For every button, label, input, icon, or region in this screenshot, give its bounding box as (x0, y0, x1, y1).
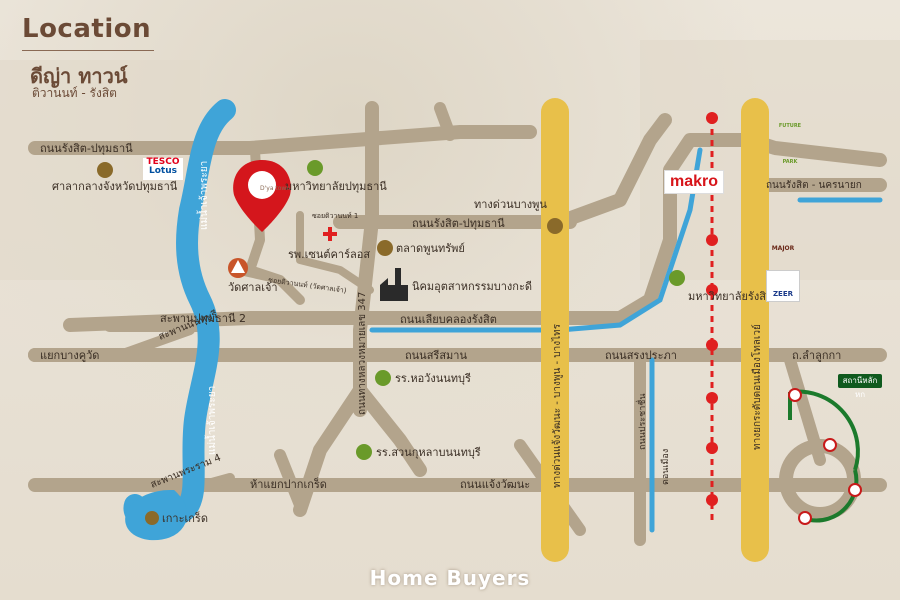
rail-station-6 (706, 392, 718, 404)
project-area: ติวานนท์ - รังสิต (32, 86, 117, 100)
road-pak-kret-diag (293, 383, 367, 517)
major-text: MAJOR (771, 245, 795, 252)
triangle-icon (228, 258, 248, 278)
label-pornsap-market: ตลาดพูนทรัพย์ (396, 242, 465, 255)
poi-icon-pornsap-market (377, 240, 393, 256)
poi-icon-provincial-hall (97, 162, 113, 178)
label-horwang-school: รร.หอวังนนทบุรี (395, 372, 471, 385)
future-park-text: FUTURE PARK (778, 123, 802, 165)
label-soi-tiwanon-1: ซอยติวานนท์ 1 (312, 212, 358, 220)
label-chaeng-watthana-expressway: ทางด่วนแจ้งวัฒนะ - บางพูน - บางไทร (551, 323, 563, 488)
koh-kret-island (125, 489, 187, 541)
zeer-text: ZEER (772, 290, 794, 298)
poi-markers (97, 160, 685, 525)
rail-station-5 (706, 339, 718, 351)
train-icon-2 (823, 438, 837, 452)
zeer-logo: ZEER (766, 270, 800, 302)
label-pathumthani-univ: มหาวิทยาลัยปทุมธานี (285, 180, 387, 193)
label-rangsit-pathum-mid: ถนนรังสิต-ปทุมธานี (412, 217, 505, 230)
label-songprapa: ถนนสรงประภา (605, 349, 677, 362)
label-rangsit-univ: มหาวิทยาลัยรังสิต (688, 290, 773, 303)
train-icon-1 (788, 388, 802, 402)
major-logo: MAJOR (768, 214, 798, 254)
road-rangsit-nakhon-nayok (553, 113, 672, 229)
page-title: Location (22, 14, 152, 44)
road-bang-phun-ramp (434, 102, 456, 141)
label-industrial-estate: นิคมอุตสาหกรรมบางกะดี (412, 280, 532, 293)
poi-icon-rangsit-univ (669, 270, 685, 286)
red-cross-icon (323, 227, 337, 241)
tesco-line1: TESCO (146, 157, 180, 167)
label-koh-kret: เกาะเกร็ด (162, 511, 208, 525)
label-suankularb-school: รร.สวนกุหลาบนนทบุรี (376, 446, 481, 459)
canal-rangsit (369, 147, 703, 333)
green-rail-line (789, 389, 860, 471)
label-sri-samarn: ถนนสรีสมาน (405, 349, 467, 362)
tesco-lotus-logo: TESCO Lotus (143, 158, 183, 180)
footer-brand: Home Buyers (369, 566, 531, 590)
label-chaeng-watthana-road: ถนนแจ้งวัฒนะ (460, 478, 530, 491)
label-provincial-hall: ศาลากลางจังหวัดปทุมธานี (52, 180, 178, 193)
future-park-logo: FUTURE PARK (772, 108, 808, 165)
road-network (28, 101, 887, 546)
label-marker-logo: D'ya town (260, 185, 290, 192)
rail-station-8 (706, 494, 718, 506)
label-lam-luk-ka: ถ.ลำลูกกา (792, 349, 841, 362)
label-wat-sala-chao: วัดศาลเจ้า (228, 281, 278, 294)
label-st-carlos-hospital: รพ.เซนต์คาร์ลอส (288, 248, 370, 261)
tesco-line2: Lotus (149, 166, 177, 176)
label-soi-tiwanon-2: ซอยติวานนท์ (วัดศาลเจ้า) (268, 276, 348, 295)
poi-icon-horwang-school (375, 370, 391, 386)
label-bang-khu-wat: แยกบางคูวัด (40, 349, 99, 362)
label-bang-phun-expressway: ทางด่วนบางพูน (474, 198, 547, 211)
rail-station-4 (706, 284, 718, 296)
makro-logo: makro (664, 170, 724, 194)
label-don-mueang-tollway: ทางยกระดับดอนเมืองโทลเวย์ (750, 324, 763, 450)
label-pathum-bridge-2: สะพานปทุมธานี 2 (160, 312, 246, 325)
label-pak-kret-junction: ห้าแยกปากเกร็ด (250, 477, 327, 491)
road-rangsit-pathum-top (28, 125, 537, 155)
rail-station-7 (706, 442, 718, 454)
road-pak-kret-south (274, 449, 306, 511)
road-pak-kret-diag-2 (353, 383, 427, 477)
rail-station-3 (706, 234, 718, 246)
label-rangsit-pathum-top: ถนนรังสิต-ปทุมธานี (40, 142, 133, 155)
label-river-lower: แม่น้ำเจ้าพระยา (204, 386, 218, 455)
label-river-upper: แม่น้ำเจ้าพระยา (196, 161, 210, 230)
poi-icon-koh-kret (145, 511, 159, 525)
label-liap-khlong: ถนนเลียบคลองรังสิต (400, 313, 497, 326)
poi-icon-bang-phun (547, 218, 563, 234)
road-west-to-bridge (115, 325, 195, 360)
factory-icon (380, 268, 408, 301)
title-divider (22, 50, 154, 51)
rail-station-1 (706, 112, 718, 124)
train-icon-3 (798, 511, 812, 525)
train-icon (788, 388, 862, 525)
label-highway-347: ถนนทางหลวงหมายเลข 347 (357, 292, 368, 415)
map-pin-icon (233, 160, 291, 232)
poi-icon-suankularb-school (356, 444, 372, 460)
label-rangsit-nakhon-nayok: ถนนรังสิต - นครนายก (766, 180, 862, 191)
poi-icon-pathumthani-univ (307, 160, 323, 176)
label-prachachuen: ถนนประชาชื่น (635, 393, 648, 450)
label-don-mueang: ดอนเมือง (660, 449, 671, 485)
canals (369, 147, 883, 533)
lak-hok-station-label: สถานีหลักหก (838, 374, 882, 399)
roundabout-ring (779, 439, 861, 521)
road-soi-tiwanon-2 (296, 211, 374, 294)
road-highway-347 (353, 101, 379, 417)
train-icon-4 (848, 483, 862, 497)
project-name: ดีญ่า ทาวน์ (30, 64, 128, 88)
